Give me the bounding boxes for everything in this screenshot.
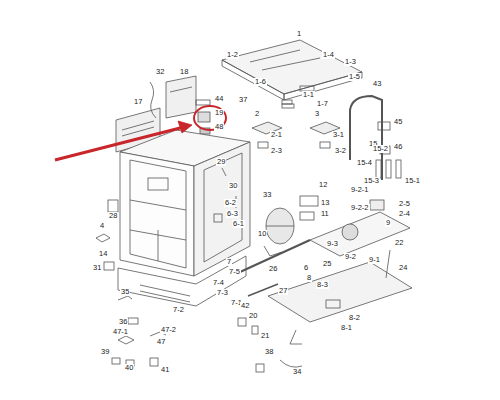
callout-number: 7-4 (212, 279, 225, 287)
callout-number: 35 (120, 288, 130, 296)
callout-number: 6-2 (224, 199, 237, 207)
callout-number: 30 (228, 182, 238, 190)
callout-number: 15-1 (404, 177, 421, 185)
callout-number: 1-6 (254, 78, 267, 86)
callout-number: 8-1 (340, 324, 353, 332)
callout-number: 39 (100, 348, 110, 356)
callout-number: 15-4 (356, 159, 373, 167)
callout-number: 8 (306, 274, 312, 282)
callout-number: 22 (394, 239, 404, 247)
callout-number: 47 (156, 338, 166, 346)
callout-number: 9-2 (344, 253, 357, 261)
callout-number: 11 (320, 210, 330, 218)
callout-number: 4 (99, 222, 105, 230)
callout-number: 10 (257, 230, 267, 238)
callout-number: 1-2 (226, 51, 239, 59)
callout-number: 9-1 (368, 256, 381, 264)
callout-number: 18 (179, 68, 189, 76)
callout-number: 31 (92, 264, 102, 272)
callout-number: 47-2 (160, 326, 177, 334)
callout-number: 32 (155, 68, 165, 76)
callout-number: 1-7 (316, 100, 329, 108)
callout-number: 40 (124, 364, 134, 372)
callout-number: 37 (238, 96, 248, 104)
callout-number: 48 (214, 123, 224, 131)
callout-number: 34 (292, 368, 302, 376)
callout-number: 15-3 (363, 177, 380, 185)
callout-number: 27 (278, 287, 288, 295)
callout-number: 28 (108, 212, 118, 220)
callout-number: 7 (226, 258, 232, 266)
callout-number: 9-2-2 (350, 204, 370, 212)
callout-number: 9-2-1 (350, 186, 370, 194)
callout-number: 13 (320, 199, 330, 207)
callout-number: 41 (160, 366, 170, 374)
callout-number: 9 (385, 219, 391, 227)
callout-number: 26 (268, 265, 278, 273)
callout-number: 3 (314, 110, 320, 118)
callout-number: 7-3 (216, 289, 229, 297)
callout-number: 1-4 (322, 51, 335, 59)
callout-number: 36 (118, 318, 128, 326)
callout-number: 44 (214, 95, 224, 103)
callout-number: 15-2 (372, 145, 389, 153)
callout-number: 43 (372, 80, 382, 88)
callout-number: 45 (393, 118, 403, 126)
callout-number: 9-3 (326, 240, 339, 248)
callout-number: 7-5 (228, 268, 241, 276)
callout-number: 42 (240, 302, 250, 310)
callout-number: 2-4 (398, 210, 411, 218)
callout-number: 2 (254, 110, 260, 118)
callout-number: 47-1 (112, 328, 129, 336)
callout-number: 1-5 (348, 73, 361, 81)
callout-number: 2-1 (270, 131, 283, 139)
callout-number: 20 (248, 312, 258, 320)
callout-number: 33 (262, 191, 272, 199)
callout-number: 3-1 (332, 131, 345, 139)
callout-number: 2-5 (398, 200, 411, 208)
callout-number: 1 (296, 30, 302, 38)
callout-number: 12 (318, 181, 328, 189)
callout-number: 3-2 (334, 147, 347, 155)
callout-number: 14 (98, 250, 108, 258)
callout-number: 8-2 (348, 314, 361, 322)
callout-number: 7-2 (172, 306, 185, 314)
callout-number: 1-3 (344, 58, 357, 66)
callout-number: 24 (398, 264, 408, 272)
callout-number: 25 (322, 260, 332, 268)
callout-number: 1-1 (302, 91, 315, 99)
callout-number: 2-3 (270, 147, 283, 155)
callout-number: 38 (264, 348, 274, 356)
callout-number: 8-3 (316, 281, 329, 289)
callout-number: 29 (216, 158, 226, 166)
callout-number: 6-1 (232, 220, 245, 228)
callout-number: 6-3 (226, 210, 239, 218)
callout-number: 19 (214, 109, 224, 117)
callout-number: 21 (260, 332, 270, 340)
callout-number: 46 (393, 143, 403, 151)
callout-number: 6 (303, 264, 309, 272)
callout-number: 17 (133, 98, 143, 106)
